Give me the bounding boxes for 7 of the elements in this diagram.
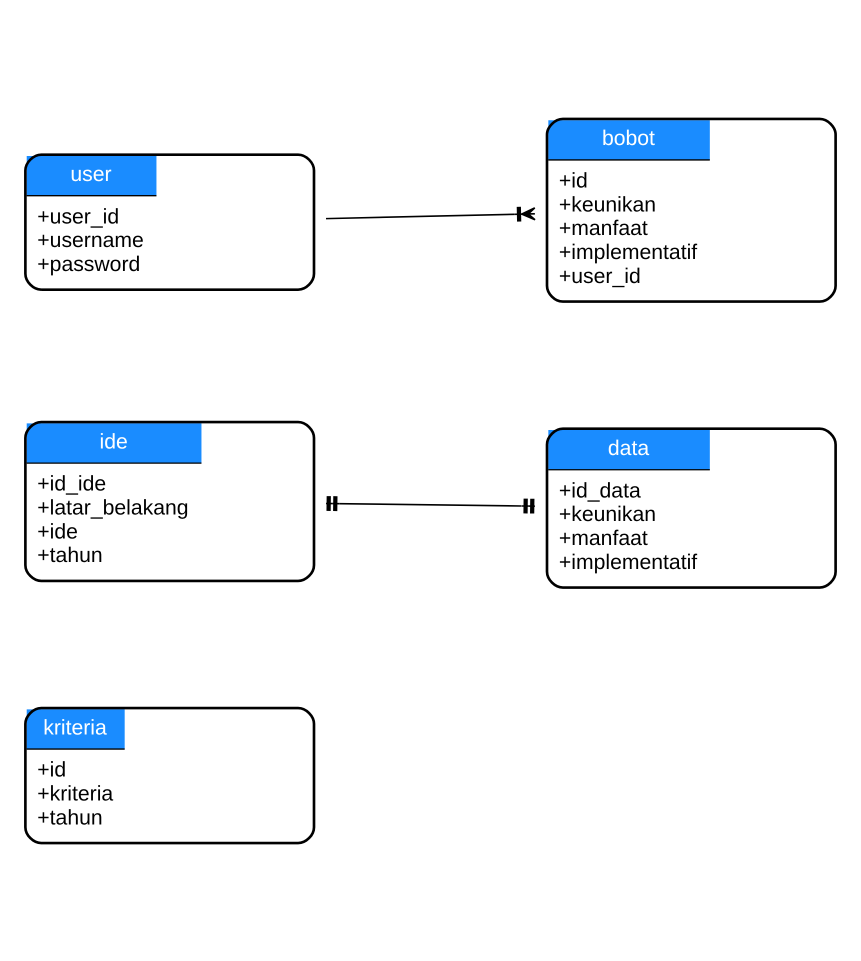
node-box: kriteria +id +kriteria +tahun: [24, 706, 316, 844]
node-box: bobot +id +keunikan +manfaat +implementatif +user_id: [546, 117, 837, 302]
connector: [326, 206, 536, 222]
node-box: data +id_data +keunikan +manfaat +implementatif: [546, 426, 837, 588]
connector: [326, 496, 535, 514]
node-box: user +user_id +username +password: [24, 152, 316, 291]
node-box: ide +id_ide +latar_belakang +ide +tahun: [24, 420, 316, 582]
